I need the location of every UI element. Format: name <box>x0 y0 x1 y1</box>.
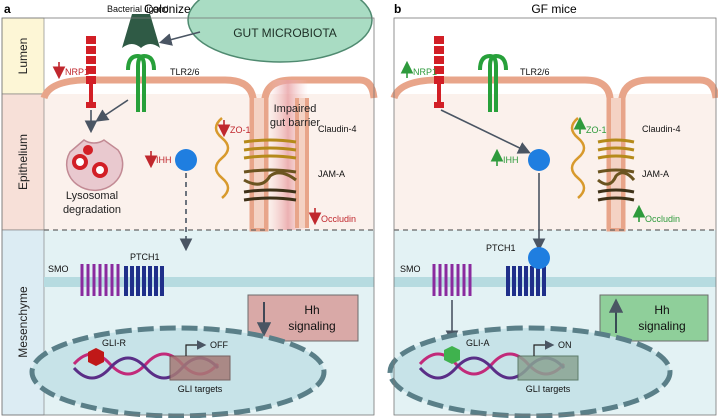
panel-a: a Colonized mice Lumen Epithelium Mesenc… <box>1 0 378 418</box>
zo1-label-b: ZO-1 <box>586 125 607 135</box>
transcription-arrow-b <box>533 340 555 356</box>
claudin-strands-b <box>597 138 635 160</box>
nrp1-receptor-a <box>86 36 96 108</box>
hh-line1-b: Hh <box>654 303 669 317</box>
ihh-bound-b <box>528 247 550 269</box>
hh-line1-a: Hh <box>304 303 319 317</box>
jam-label-a: JAM-A <box>318 169 345 179</box>
occludin-label-a: Occludin <box>321 214 356 224</box>
smo-label-a: SMO <box>48 264 69 274</box>
lysosome-line1: Lysosomal <box>66 190 118 202</box>
occludin-strands-b <box>597 188 635 202</box>
tlr-receptor-a <box>126 53 156 112</box>
panel-a-frame <box>1 17 375 416</box>
tlr-receptor-b <box>478 53 508 112</box>
gli-state-b: ON <box>558 340 572 350</box>
nrp1-label-a: NRP1 <box>65 67 89 77</box>
gli-targets-box-b <box>517 355 579 381</box>
mesenchymal-membrane-a <box>44 277 374 287</box>
epithelial-membrane-b <box>390 76 718 232</box>
smo-receptor-a <box>80 264 120 296</box>
claudin-label-a: Claudin-4 <box>318 124 357 134</box>
nrp1-to-ihh-arrow <box>440 109 531 154</box>
panel-a-letter: a <box>4 2 11 16</box>
mesenchymal-membrane-b <box>394 277 716 287</box>
ptch-receptor-a <box>124 266 164 296</box>
occludin-strands-a <box>243 188 297 202</box>
hh-line2-b: signaling <box>638 319 685 333</box>
lysosome-line2: degradation <box>63 204 121 216</box>
zo1-protein-a <box>214 117 230 199</box>
nrp1-label-b: NRP1 <box>413 67 437 77</box>
gli-label-b: GLI-A <box>466 338 490 348</box>
gli-targets-label-b: GLI targets <box>526 384 571 394</box>
epithelium-region-b <box>394 94 716 230</box>
transcription-arrow-a <box>185 340 207 356</box>
cell-junction-a2 <box>297 98 307 228</box>
ihh-ligand-b <box>528 149 550 171</box>
panel-b-frame <box>393 17 717 416</box>
ptch-receptor-b <box>506 266 546 296</box>
impaired-line1: Impaired <box>274 103 317 115</box>
gli-r-hexagon <box>88 348 104 366</box>
jam-strands-b <box>597 168 636 186</box>
hh-line2-a: signaling <box>288 319 335 333</box>
ihh-ligand-a <box>175 149 197 171</box>
claudin-strands-a <box>243 138 297 160</box>
ihh-label-a: IHH <box>156 155 172 165</box>
ptch-label-a: PTCH1 <box>130 252 160 262</box>
gli-a-hexagon <box>444 346 460 364</box>
smo-label-b: SMO <box>400 264 421 274</box>
mesenchyme-label-box <box>1 229 45 416</box>
cell-junction-a <box>254 98 264 228</box>
nrp1-receptor-b <box>434 36 444 108</box>
zo1-protein-b <box>570 117 586 199</box>
lysosome <box>65 139 124 192</box>
panel-b: b GF mice NRP1 TLR2/6 IHH <box>387 2 718 418</box>
cell-junction-b <box>611 98 621 228</box>
claudin-label-b: Claudin-4 <box>642 124 681 134</box>
gli-targets-label-a: GLI targets <box>178 384 223 394</box>
smo-receptor-b <box>432 264 472 296</box>
jam-strands-a <box>243 168 297 186</box>
gut-microbiota-blob <box>187 0 373 63</box>
gli-targets-box-a <box>169 355 231 381</box>
epithelium-label-box <box>1 93 45 231</box>
panel-b-title: GF mice <box>531 2 577 16</box>
epithelial-membrane-a <box>40 76 378 232</box>
bacterial-ligand-label: Bacterial ligand <box>107 4 169 14</box>
gli-label-a: GLI-R <box>102 338 127 348</box>
tlr-label-a: TLR2/6 <box>170 67 200 77</box>
ptch-label-b: PTCH1 <box>486 243 516 253</box>
zo1-label-a: ZO-1 <box>230 125 251 135</box>
gli-state-a: OFF <box>210 340 228 350</box>
tlr-label-b: TLR2/6 <box>520 67 550 77</box>
ligand-arrow <box>158 31 201 46</box>
impaired-line2: gut barrier <box>270 117 320 129</box>
bacterial-ligand-shape <box>122 14 160 48</box>
mesenchyme-label: Mesenchyme <box>16 286 30 358</box>
jam-label-b: JAM-A <box>642 169 669 179</box>
panel-b-letter: b <box>394 2 401 16</box>
occludin-label-b: Occludin <box>645 214 680 224</box>
epithelium-label: Epithelium <box>16 134 30 190</box>
tlr-to-nrp1-arrow <box>95 99 129 122</box>
gut-microbiota-label: GUT MICROBIOTA <box>233 26 337 40</box>
lumen-label: Lumen <box>16 38 30 75</box>
ihh-label-b: IHH <box>503 155 519 165</box>
